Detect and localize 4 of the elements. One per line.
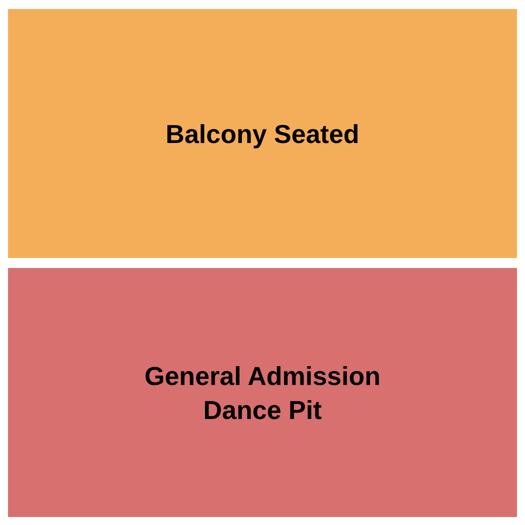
- section-label: General Admission Dance Pit: [144, 360, 382, 426]
- seating-section: [8, 9, 517, 258]
- seating-section: [8, 268, 517, 517]
- section-label: Balcony Seated: [166, 118, 360, 150]
